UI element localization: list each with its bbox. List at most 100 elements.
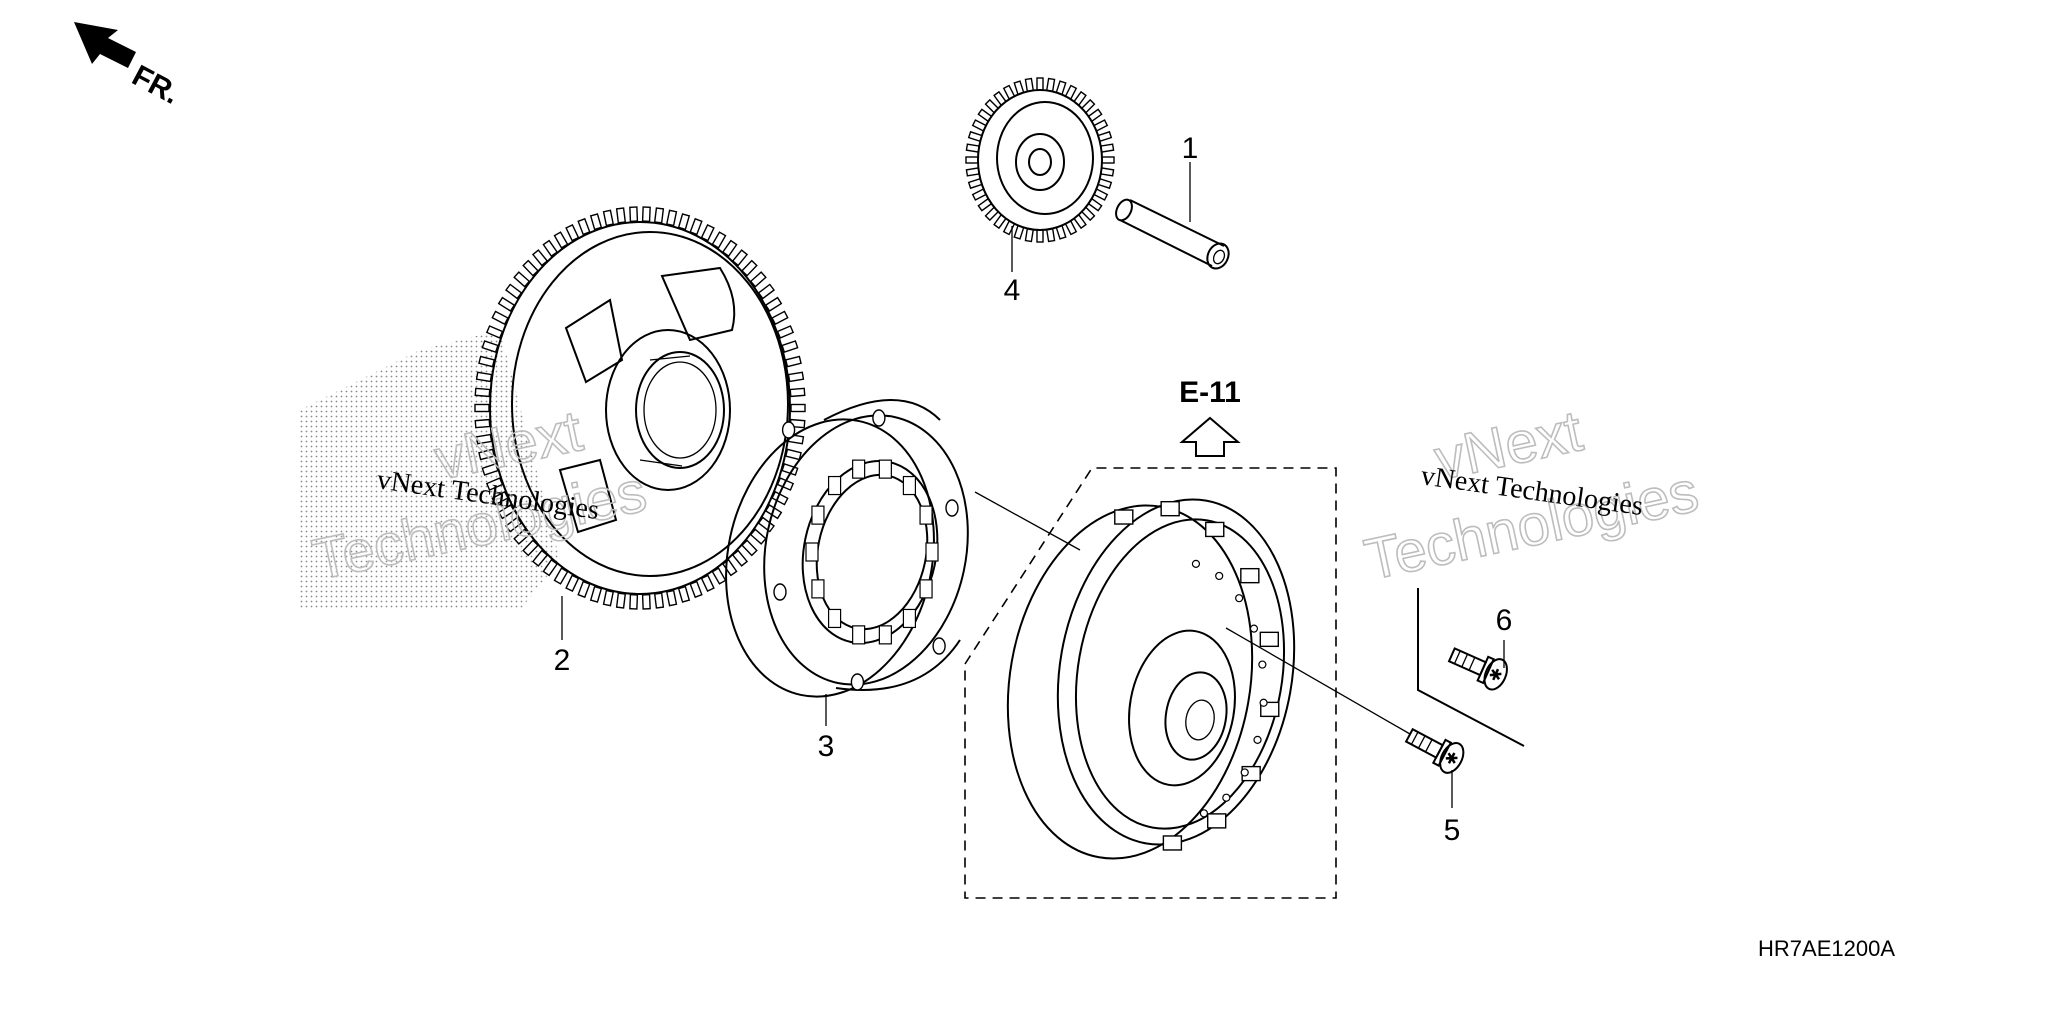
gear-tooth [641,593,651,610]
gear-tooth [653,207,665,224]
gear-tooth [1036,77,1044,91]
reference-pointer: E-11 [1179,376,1241,457]
gear-tooth [1024,227,1035,243]
leader-line-bolt [1225,627,1411,735]
magnet-block [1160,500,1180,517]
clutch-roller [827,608,842,629]
gear-tooth [789,387,806,398]
direction-arrow: FR. [74,22,185,111]
gear-tooth [1045,77,1056,93]
bolt-hole [850,673,865,691]
gear-tooth [665,209,678,227]
callout-6: 6 [1496,604,1513,637]
torx-icon: ✱ [1486,665,1505,686]
small-gear-teeth [965,77,1115,243]
part-2-big-gear [474,206,806,610]
gear-tooth [629,206,639,223]
flywheel-hole [1258,660,1267,669]
gear-tooth [1036,229,1044,243]
gear-tooth [965,156,979,164]
gear-tooth [1024,77,1035,93]
magnet-block [1162,835,1183,851]
shading-stipple [300,330,560,610]
drawing-code: HR7AE1200A [1758,936,1895,961]
magnet-block [1114,509,1134,525]
magnet-block [1259,631,1280,648]
callout-2: 2 [554,644,571,677]
part-6-bolt: ✱ [1447,647,1508,691]
flywheel-holes [1191,559,1268,818]
gear-tooth [615,207,627,224]
clutch-roller [919,505,933,525]
flywheel-hole [1253,735,1262,744]
clutch-bolt-holes [773,409,959,691]
gear-tooth [1099,143,1115,153]
gear-tooth [577,580,591,599]
flywheel-hole [1222,793,1231,802]
gear-tooth [965,167,981,177]
callout-1: 1 [1182,132,1199,165]
up-arrow-icon [1179,416,1241,457]
clutch-roller [811,579,825,599]
gear-tooth [565,223,580,242]
part-1-pin [1115,198,1230,270]
part-5-bolt: ✱ [1404,727,1465,774]
gear-tooth [1045,227,1056,243]
flywheel-hole [1259,698,1268,707]
callout-5: 5 [1444,814,1461,847]
clutch-roller [902,475,917,496]
gear-tooth [677,585,691,603]
gear-tooth [1099,167,1115,177]
clutch-roller [852,459,866,479]
gear-tooth [474,403,490,413]
flywheel-hole [1215,571,1224,581]
gear-tooth [784,448,802,461]
bolt-hole [932,637,946,655]
leader-line-clutch [974,491,1081,551]
gear-tooth [565,574,580,593]
gear-tooth [641,206,651,223]
gear-tooth [577,217,591,236]
bolt-hole [872,409,886,427]
gear-tooth [1101,156,1115,164]
clutch-roller [925,542,939,562]
gear-tooth [787,371,805,383]
gear-tooth [589,585,603,603]
reference-label: E-11 [1179,376,1241,409]
gear-tooth [653,592,665,609]
flywheel-hole [1240,768,1249,777]
gear-tooth [700,574,715,593]
clutch-roller [811,505,825,525]
gear-tooth [965,143,981,153]
callout-4: 4 [1004,274,1021,307]
clutch-roller [852,625,866,645]
part-4-small-gear [965,77,1115,243]
magnet-block [1206,813,1227,829]
clutch-roller [805,542,819,562]
flywheel-hole [1191,559,1201,568]
gear-tooth [615,592,627,609]
magnet-block [1205,521,1225,538]
gear-tooth [665,589,678,607]
direction-label: FR. [127,59,185,111]
gear-tooth [491,310,509,326]
gear-tooth [689,580,703,599]
gear-tooth [589,213,603,231]
gear-tooth [475,371,493,383]
gear-tooth [689,217,703,236]
clutch-roller [878,625,892,645]
bracket-line [1417,588,1525,747]
bolt-hole [945,499,959,517]
part-3-one-way-clutch [725,399,969,698]
gear-tooth [790,403,806,413]
magnet-block [1240,567,1260,584]
bolt-hole [781,421,796,439]
gear-tooth [784,355,802,368]
gear-tooth [700,223,715,242]
flywheel-rotor [1006,498,1296,860]
gear-tooth [677,213,691,231]
flywheel-hole [1235,594,1244,603]
flywheel-hole [1199,809,1209,818]
